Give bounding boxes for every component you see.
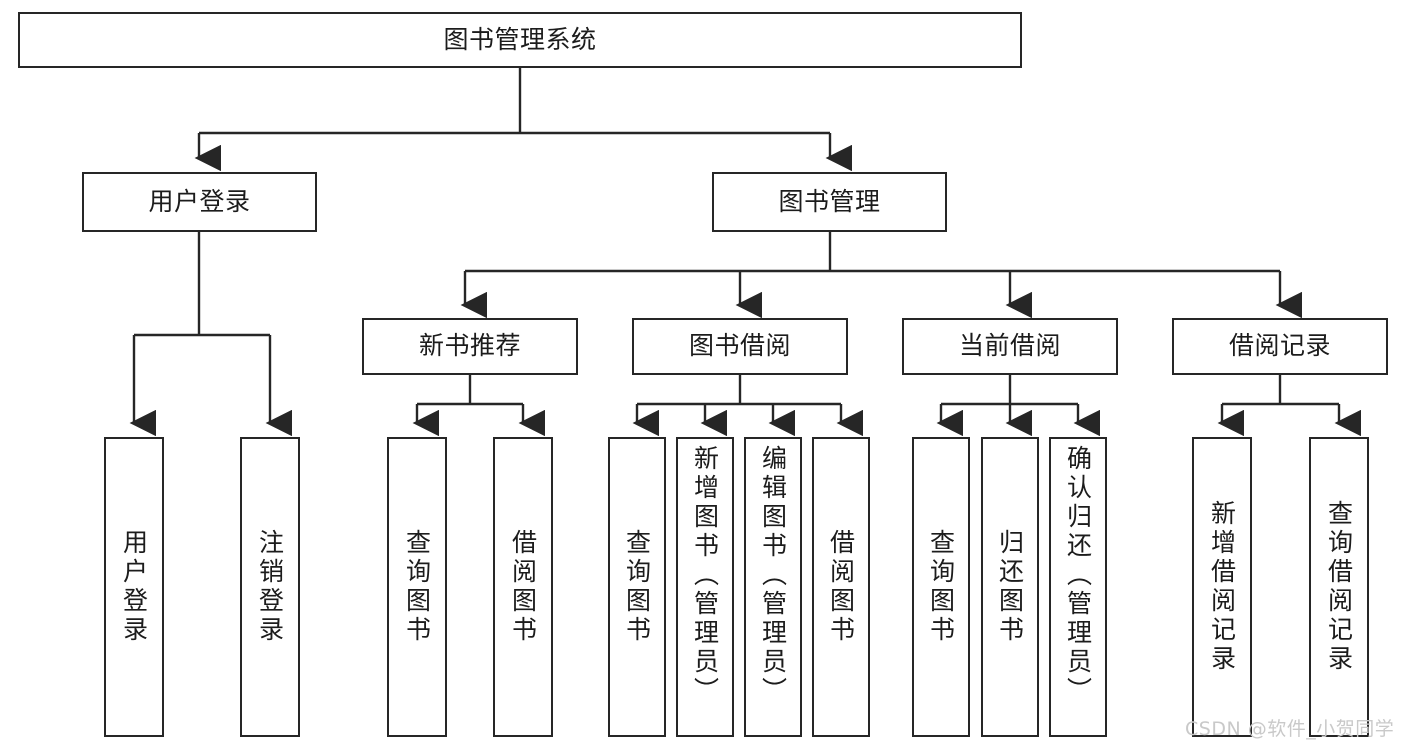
leaf-book-borrow-query-book[interactable]: 查询图书: [608, 437, 666, 737]
node-label: 新书推荐: [418, 331, 521, 361]
node-label: 查询借阅记录: [1324, 500, 1354, 674]
node-label: 借阅图书: [826, 529, 856, 645]
node-label: 注销登录: [255, 529, 285, 645]
node-label: 图书管理: [778, 186, 881, 216]
node-label: 确认归还（管理员）: [1063, 445, 1093, 706]
leaf-book-borrow-add-book-admin[interactable]: 新增图书（管理员）: [676, 437, 734, 737]
node-label: 图书管理系统: [443, 24, 597, 54]
node-label: 当前借阅: [958, 331, 1061, 361]
leaf-current-borrow-confirm-return-admin[interactable]: 确认归还（管理员）: [1049, 437, 1107, 737]
node-label: 查询图书: [402, 529, 432, 645]
node-label: 查询图书: [926, 529, 956, 645]
leaf-book-borrow-borrow-book[interactable]: 借阅图书: [812, 437, 870, 737]
node-label: 归还图书: [995, 529, 1025, 645]
leaf-book-borrow-edit-book-admin[interactable]: 编辑图书（管理员）: [744, 437, 802, 737]
node-book-borrow[interactable]: 图书借阅: [632, 318, 848, 375]
watermark: CSDN @软件_小贺同学: [1185, 718, 1395, 740]
node-label: 查询图书: [622, 529, 652, 645]
leaf-new-book-borrow-book[interactable]: 借阅图书: [493, 437, 553, 737]
node-current-borrow[interactable]: 当前借阅: [902, 318, 1118, 375]
leaf-new-book-query-book[interactable]: 查询图书: [387, 437, 447, 737]
node-label: 用户登录: [148, 186, 251, 216]
node-label: 借阅记录: [1228, 331, 1331, 361]
node-label: 新增图书（管理员）: [690, 445, 720, 706]
node-user-login[interactable]: 用户登录: [82, 172, 317, 232]
node-root-book-management-system[interactable]: 图书管理系统: [18, 12, 1022, 68]
node-label: 借阅图书: [508, 529, 538, 645]
leaf-current-borrow-query-book[interactable]: 查询图书: [912, 437, 970, 737]
node-label: 图书借阅: [688, 331, 791, 361]
node-book-management[interactable]: 图书管理: [712, 172, 947, 232]
node-new-book-recommend[interactable]: 新书推荐: [362, 318, 578, 375]
leaf-current-borrow-return-book[interactable]: 归还图书: [981, 437, 1039, 737]
leaf-user-login-login[interactable]: 用户登录: [104, 437, 164, 737]
node-label: 用户登录: [119, 529, 149, 645]
leaf-borrow-record-query-record[interactable]: 查询借阅记录: [1309, 437, 1369, 737]
node-label: 新增借阅记录: [1207, 500, 1237, 674]
node-label: 编辑图书（管理员）: [758, 445, 788, 706]
leaf-borrow-record-add-record[interactable]: 新增借阅记录: [1192, 437, 1252, 737]
node-borrow-record[interactable]: 借阅记录: [1172, 318, 1388, 375]
leaf-user-login-logout[interactable]: 注销登录: [240, 437, 300, 737]
